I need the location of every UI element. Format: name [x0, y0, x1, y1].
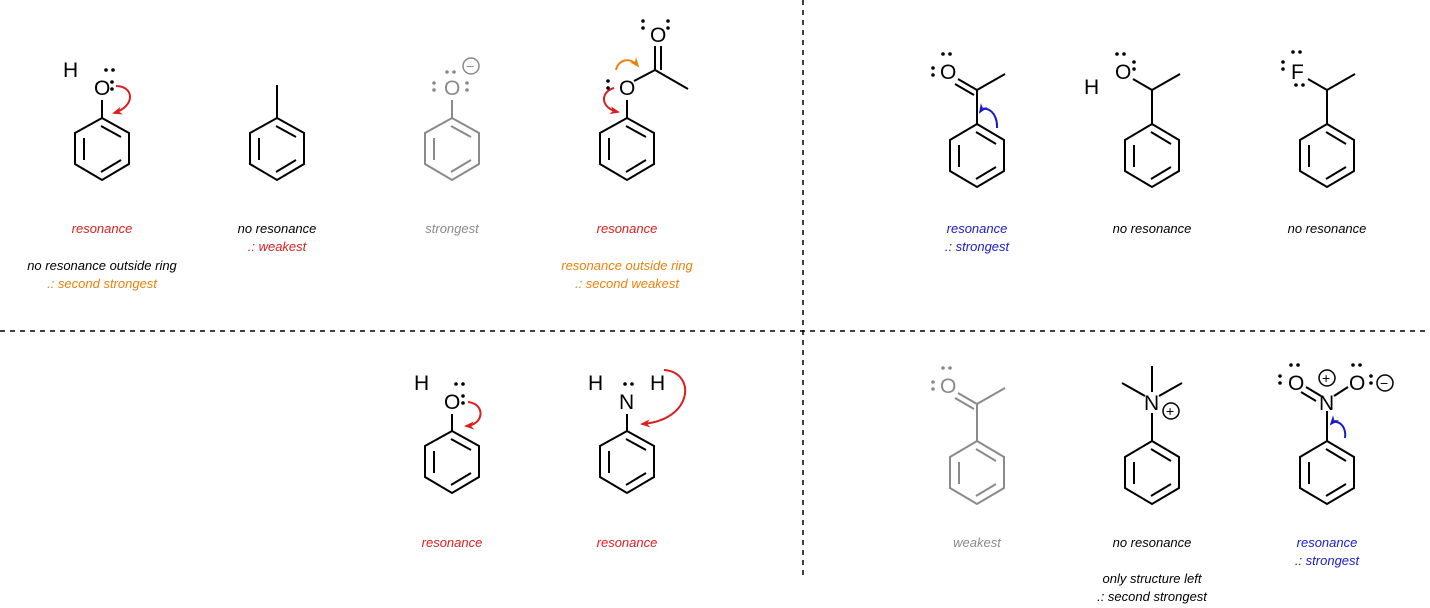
acetophenone-bottom-labels: O	[931, 366, 956, 398]
atom-h: H	[414, 372, 429, 395]
atom-h: H	[63, 59, 78, 82]
molecule-phenol-top	[74, 85, 131, 182]
caption-fluoroethylbenzene-1: no resonance	[1288, 221, 1367, 236]
atom-o: O	[940, 375, 956, 398]
atom-o-ester: O	[619, 77, 635, 100]
caption-acetophenone-top-1: resonance	[947, 221, 1008, 236]
caption-phenol-top-3: .: second strongest	[47, 276, 158, 291]
atom-o: O	[94, 77, 110, 100]
molecule-acetophenone-bottom	[949, 387, 1006, 506]
molecule-toluene	[249, 85, 305, 182]
caption-phenol-bottom-1: resonance	[422, 535, 483, 550]
molecule-phenol-bottom	[424, 401, 482, 495]
positive-charge: +	[1322, 370, 1330, 386]
caption-trimethylanilinium-3: .: second strongest	[1097, 589, 1208, 604]
caption-phenyl-acetate-1: resonance	[597, 221, 658, 236]
caption-phenyl-acetate-2: resonance outside ring	[561, 258, 693, 273]
atom-o: O	[444, 77, 460, 100]
atom-o: O	[940, 61, 956, 84]
captions: resonance no resonance outside ring .: s…	[27, 221, 1366, 604]
atom-o: O	[1115, 61, 1131, 84]
caption-nitrobenzene-1: resonance	[1297, 535, 1358, 550]
negative-charge: −	[466, 58, 474, 74]
atom-o-left: O	[1288, 372, 1304, 395]
acetophenone-top-labels: O	[931, 52, 956, 84]
caption-phenyl-acetate-3: .: second weakest	[575, 276, 680, 291]
atom-n: N	[619, 391, 634, 414]
atom-n: N	[1144, 392, 1159, 415]
positive-charge: +	[1166, 403, 1174, 419]
negative-charge: −	[1380, 375, 1388, 391]
phenylethanol-labels: H O	[1084, 52, 1136, 99]
caption-phenoxide-1: strongest	[425, 221, 480, 236]
atom-h: H	[1084, 76, 1099, 99]
molecule-aniline	[599, 369, 687, 495]
caption-acetophenone-bottom-1: weakest	[953, 535, 1002, 550]
phenol-top-labels: H O	[63, 59, 115, 100]
caption-toluene-2: .: weakest	[248, 239, 308, 254]
phenyl-acetate-labels: O O	[606, 19, 670, 100]
caption-aniline-1: resonance	[597, 535, 658, 550]
atom-o-carbonyl: O	[650, 24, 666, 47]
molecule-phenoxide	[424, 57, 480, 182]
caption-nitrobenzene-2: .: strongest	[1295, 553, 1361, 568]
caption-phenol-top-1: resonance	[72, 221, 133, 236]
fluoroethylbenzene-labels: F	[1281, 50, 1305, 87]
atom-f: F	[1291, 61, 1304, 84]
caption-trimethylanilinium-1: no resonance	[1113, 535, 1192, 550]
molecule-phenylethanol	[1124, 73, 1181, 189]
molecule-trimethylanilinium	[1121, 366, 1183, 506]
molecule-phenyl-acetate	[599, 46, 689, 182]
caption-acetophenone-top-2: .: strongest	[945, 239, 1011, 254]
atom-o: O	[444, 391, 460, 414]
atom-n: N	[1319, 392, 1334, 415]
atom-h-left: H	[588, 372, 603, 395]
molecule-fluoroethylbenzene	[1299, 73, 1356, 189]
caption-trimethylanilinium-2: only structure left	[1103, 571, 1203, 586]
caption-toluene-1: no resonance	[238, 221, 317, 236]
molecule-nitrobenzene	[1299, 369, 1394, 506]
phenol-bottom-labels: H O	[414, 372, 465, 414]
aniline-labels: H N H	[588, 372, 665, 414]
nitrobenzene-labels: O + N O −	[1278, 363, 1388, 415]
trimethylanilinium-labels: N +	[1144, 392, 1174, 419]
atom-o-right: O	[1349, 372, 1365, 395]
phenoxide-labels: O −	[432, 58, 474, 100]
molecule-acetophenone-top	[949, 73, 1006, 189]
caption-phenol-top-2: no resonance outside ring	[27, 258, 177, 273]
atom-h-right: H	[650, 372, 665, 395]
caption-phenylethanol-1: no resonance	[1113, 221, 1192, 236]
